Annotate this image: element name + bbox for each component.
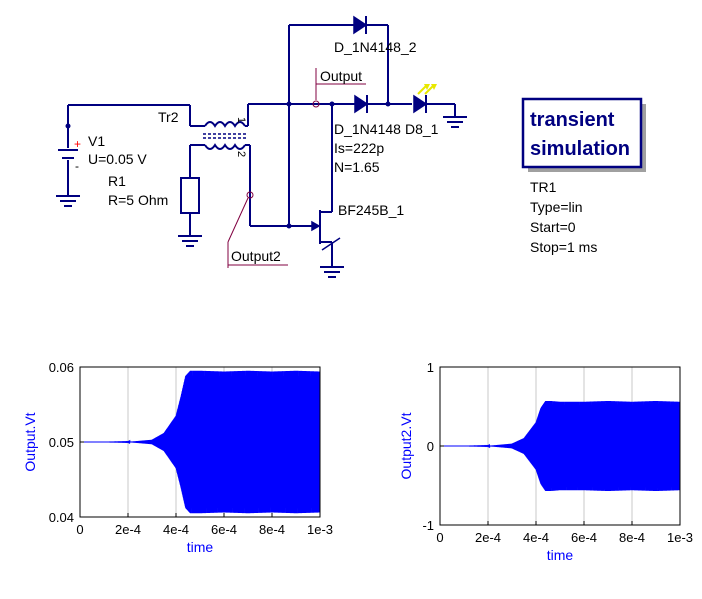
x-tick-label: 8e-4	[259, 522, 285, 537]
signal-trace	[80, 370, 321, 514]
ground-icon	[178, 235, 202, 247]
jfet-bf245b-1[interactable]	[311, 210, 341, 251]
signal-trace	[440, 400, 681, 492]
node-dot	[385, 101, 391, 107]
chart-output-vt: 0 2e-4 4e-4 6e-4 8e-4 1e-3 0.04 0.05 0.06 time Out…	[22, 360, 333, 555]
ground-icon	[443, 116, 467, 128]
simulation-name-label: TR1	[530, 179, 557, 195]
x-tick-label: 1e-3	[667, 530, 693, 545]
resistor-name-label: R1	[108, 173, 126, 189]
x-tick-label: 1e-3	[307, 522, 333, 537]
diode-mid-is-label: Is=222p	[334, 140, 384, 156]
resistor-r1[interactable]	[180, 177, 200, 214]
source-name-label: V1	[88, 133, 105, 149]
simulation-block[interactable]: transient simulation	[521, 97, 646, 172]
probe-output2[interactable]	[227, 191, 288, 268]
x-tick-label: 2e-4	[475, 530, 501, 545]
x-tick-label: 0	[436, 530, 443, 545]
transformer-pin1-label: 1	[235, 117, 247, 123]
y-axis-label: Output2.Vt	[398, 412, 414, 479]
probe-output2-label: Output2	[231, 248, 281, 264]
resistor-param-label: R=5 Ohm	[108, 192, 168, 208]
led-name-label: D8_1	[405, 121, 439, 137]
y-tick-label: -1	[422, 518, 434, 533]
y-tick-label: 0.04	[49, 510, 74, 525]
transformer-name-label: Tr2	[158, 109, 179, 125]
x-tick-label: 6e-4	[211, 522, 237, 537]
led-light-ray-icon	[424, 85, 434, 95]
y-tick-label: 1	[427, 360, 434, 375]
ground-icon	[56, 195, 80, 207]
voltage-source-v1[interactable]: + -	[58, 105, 81, 195]
fet-name-label: BF245B_1	[338, 202, 404, 218]
transformer-tr2[interactable]	[203, 121, 247, 150]
diode-d-1n4148-2[interactable]	[353, 15, 368, 35]
y-tick-label: 0	[427, 439, 434, 454]
x-tick-label: 6e-4	[571, 530, 597, 545]
source-plus-sign: +	[74, 137, 81, 151]
simulation-title-line1: transient	[530, 109, 615, 131]
node-dot	[65, 123, 71, 129]
probe-output-label: Output	[320, 68, 362, 84]
led-light-ray-icon	[417, 85, 427, 95]
x-tick-label: 8e-4	[619, 530, 645, 545]
diode-top-name-label: D_1N4148_2	[334, 39, 417, 55]
simulation-type-label: Type=lin	[530, 199, 583, 215]
transformer-pin2-label: 2	[235, 151, 247, 157]
diode-d-1n4148[interactable]	[354, 94, 369, 114]
probe-output[interactable]	[312, 68, 366, 108]
simulation-start-label: Start=0	[530, 219, 576, 235]
x-tick-label: 4e-4	[163, 522, 189, 537]
simulation-box	[521, 97, 643, 169]
transformer-primary-coil	[204, 121, 246, 128]
x-tick-label: 4e-4	[523, 530, 549, 545]
y-tick-label: 0.06	[49, 360, 74, 375]
diode-mid-n-label: N=1.65	[334, 159, 380, 175]
ground-icon	[320, 266, 344, 278]
diode-mid-name-label: D_1N4148	[334, 121, 401, 137]
y-tick-label: 0.05	[49, 435, 74, 450]
simulation-stop-label: Stop=1 ms	[530, 239, 597, 255]
x-axis-label: time	[187, 539, 214, 555]
transformer-secondary-coil	[204, 143, 246, 150]
simulation-title-line2: simulation	[530, 138, 630, 160]
x-axis-label: time	[547, 547, 574, 563]
y-axis-label: Output.Vt	[22, 412, 38, 471]
source-param-label: U=0.05 V	[88, 151, 147, 167]
source-minus-sign: -	[75, 159, 79, 173]
led-d8-1[interactable]	[413, 84, 437, 114]
x-tick-label: 2e-4	[115, 522, 141, 537]
x-tick-label: 0	[76, 522, 83, 537]
